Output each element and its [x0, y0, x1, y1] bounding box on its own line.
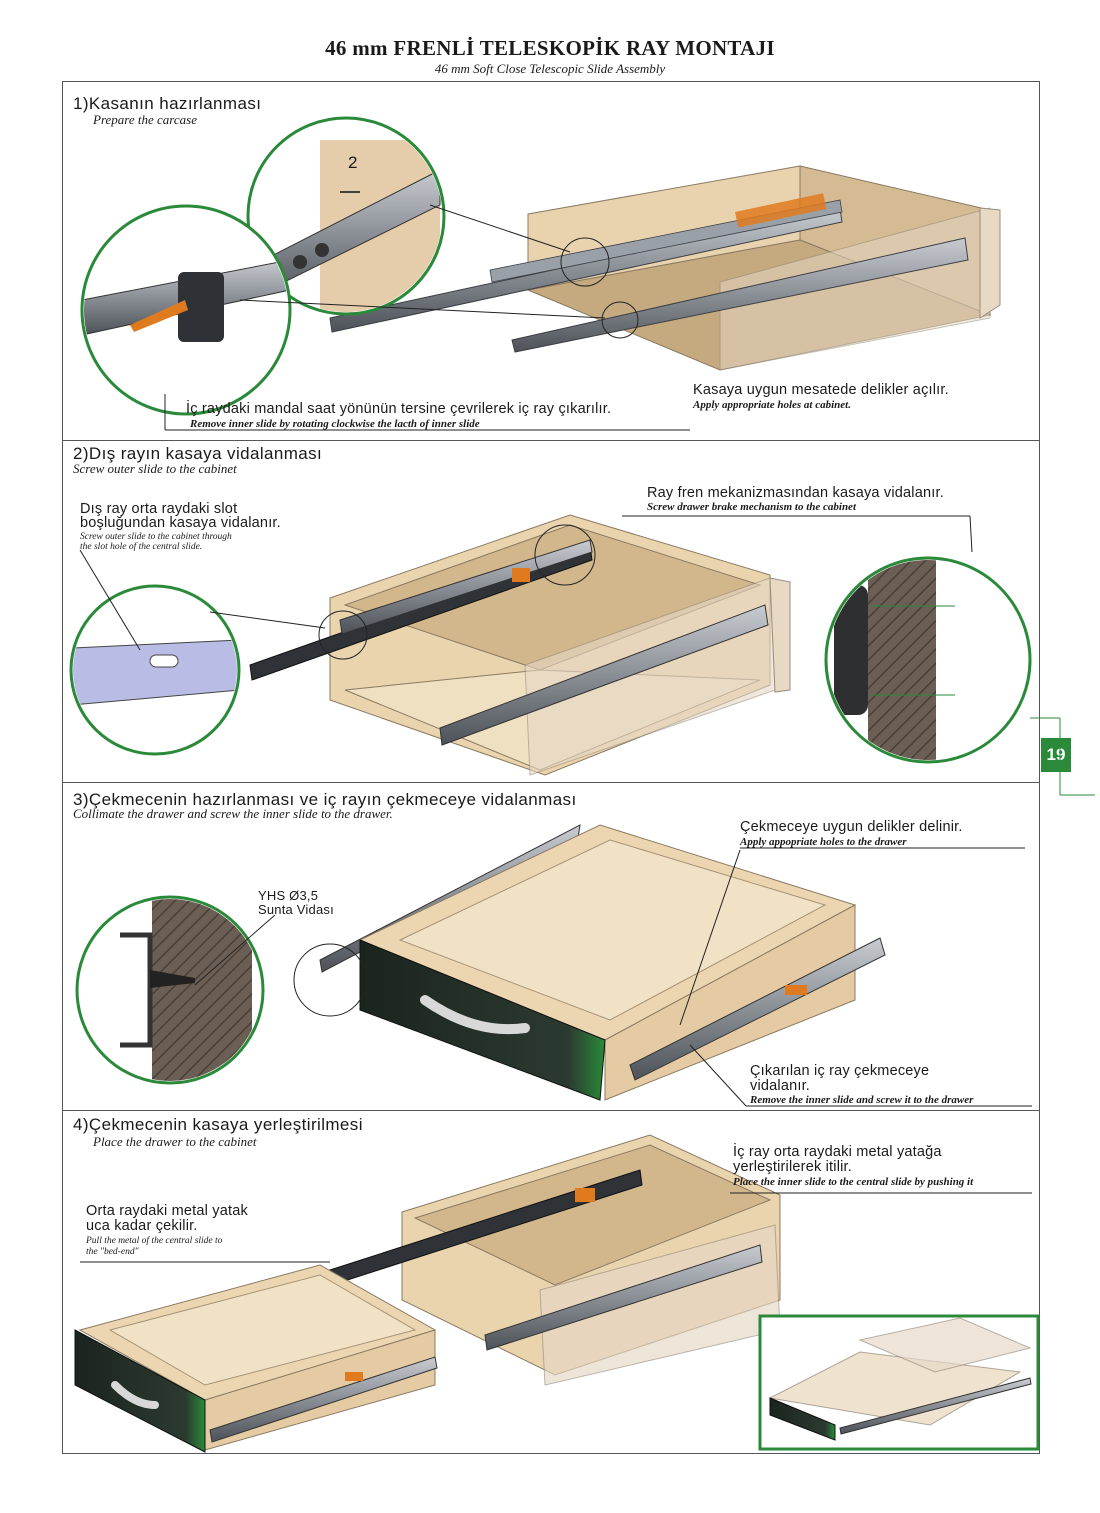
page-title: 46 mm FRENLİ TELESKOPİK RAY MONTAJI — [325, 36, 775, 60]
section-3-title: 3)Çekmecenin hazırlanması ve iç rayın çe… — [73, 790, 577, 809]
section-2-label-1-tr1: Dış ray orta raydaki slot — [80, 501, 238, 517]
screw-spec-label: YHS Ø3,5 — [258, 888, 319, 903]
dimension-label: 2 — [348, 153, 358, 172]
section-3-label-1-tr: Çekmeceye uygun delikler delinir. — [740, 819, 963, 835]
section-2-subtitle: Screw outer slide to the cabinet — [73, 461, 237, 476]
section-4-label-1-en: Place the inner slide to the central sli… — [733, 1176, 974, 1188]
section-divider-1 — [62, 440, 1040, 441]
section-2-label-2-en: Screw drawer brake mechanism to the cabi… — [647, 501, 856, 513]
section-4-label-1-tr1: İç ray orta raydaki metal yatağa — [733, 1144, 942, 1160]
section-4-illustration — [74, 1134, 1040, 1453]
section-3-label-2-tr2: vidalanır. — [750, 1078, 811, 1094]
section-divider-3 — [62, 1110, 1040, 1111]
section-4-subtitle: Place the drawer to the cabinet — [93, 1134, 257, 1149]
section-3-label-1-en: Apply appopriate holes to the drawer — [740, 836, 907, 848]
page-subtitle: 46 mm Soft Close Telescopic Slide Assemb… — [434, 61, 666, 76]
section-4-label-2-tr2: uca kadar çekilir. — [86, 1218, 198, 1234]
section-1-label-2-tr: Kasaya uygun mesatede delikler açılır. — [693, 382, 949, 398]
section-4-label-2-tr1: Orta raydaki metal yatak — [86, 1203, 248, 1219]
section-2-label-2-tr: Ray fren mekanizmasından kasaya vidalanı… — [647, 485, 944, 501]
section-2-label-1-en2: the slot hole of the central slide. — [80, 542, 203, 552]
section-4-label-2-en2: the "bed-end" — [86, 1247, 139, 1257]
section-3-label-2-tr1: Çıkarılan iç ray çekmeceye — [750, 1063, 930, 1079]
section-3-subtitle: Collimate the drawer and screw the inner… — [73, 806, 393, 821]
section-2-illustration — [69, 514, 1095, 796]
section-2-label-1-tr2: boşluğundan kasaya vidalanır. — [80, 515, 281, 531]
section-4-title: 4)Çekmecenin kasaya yerleştirilmesi — [73, 1115, 363, 1134]
section-3-label-2-en: Remove the inner slide and screw it to t… — [750, 1094, 974, 1106]
section-1-label-1-en: Remove inner slide by rotating clockwise… — [190, 418, 480, 430]
section-1-label-1-tr: İç raydaki mandal saat yönünün tersine ç… — [186, 401, 612, 417]
section-4-label-1-tr2: yerleştirilerek itilir. — [733, 1159, 853, 1175]
section-2-title: 2)Dış rayın kasaya vidalanması — [73, 444, 323, 463]
section-1-subtitle: Prepare the carcase — [93, 112, 197, 127]
page-number-badge: 19 — [1041, 738, 1071, 772]
section-1-illustration — [80, 116, 1001, 431]
section-2-label-1-en1: Screw outer slide to the cabinet through — [80, 532, 232, 542]
section-3-illustration — [75, 824, 1032, 1107]
instruction-frame — [62, 81, 1040, 1454]
section-4-label-2-en1: Pull the metal of the central slide to — [86, 1236, 223, 1246]
section-1-title: 1)Kasanın hazırlanması — [73, 94, 262, 113]
section-1-label-2-en: Apply appropriate holes at cabinet. — [693, 399, 851, 411]
screw-type-label: Sunta Vidası — [258, 902, 334, 917]
section-divider-2 — [62, 782, 1040, 783]
